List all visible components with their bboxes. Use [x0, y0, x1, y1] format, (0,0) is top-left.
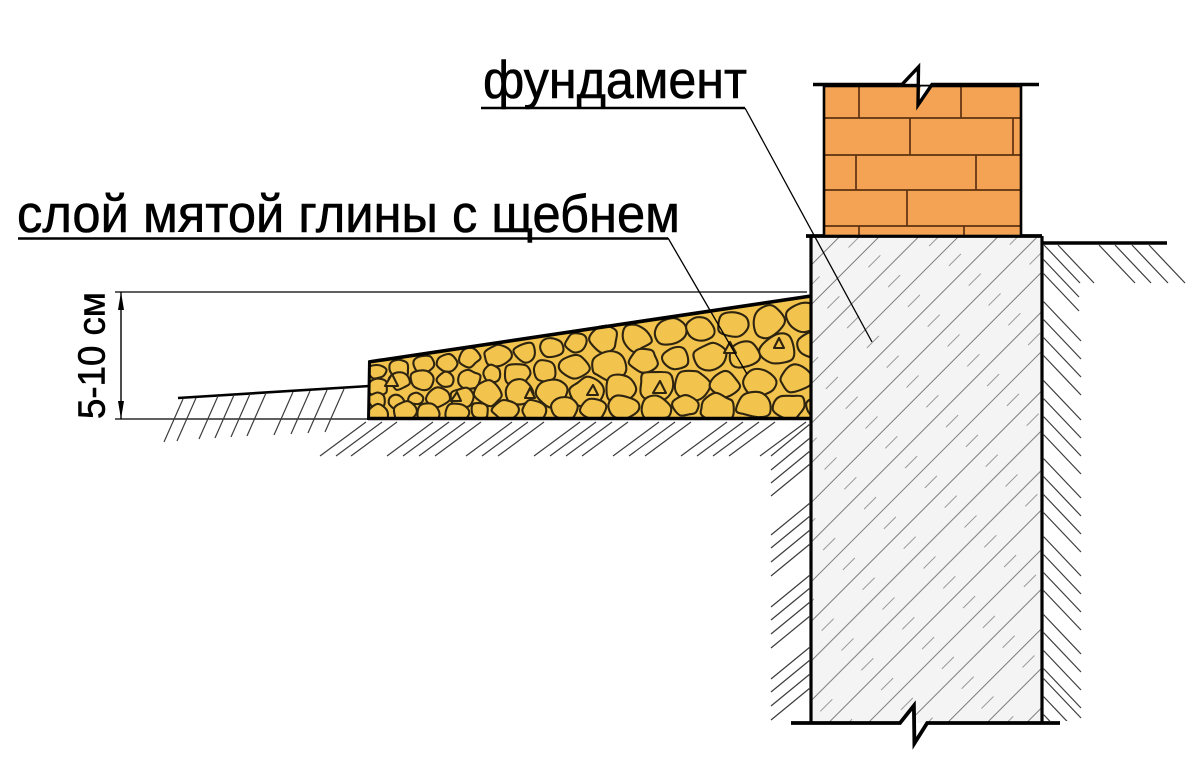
svg-text:фундамент: фундамент: [483, 51, 747, 110]
svg-text:5-10 см: 5-10 см: [72, 292, 114, 419]
svg-text:слой мятой глины с щебнем: слой мятой глины с щебнем: [17, 185, 680, 244]
